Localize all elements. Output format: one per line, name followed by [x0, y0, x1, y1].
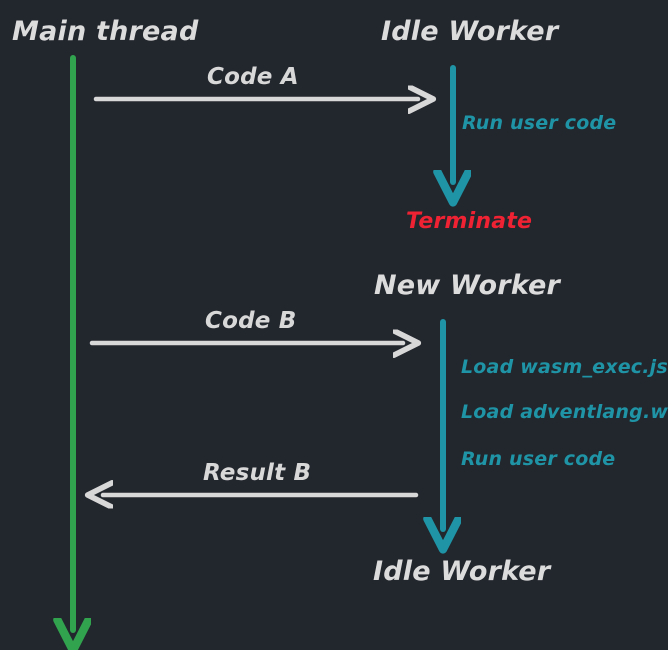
- idle-worker-top-heading: Idle Worker: [381, 16, 559, 47]
- idle-worker-bottom-heading: Idle Worker: [373, 556, 551, 587]
- terminate-label: Terminate: [406, 209, 533, 234]
- result-b-label: Result B: [203, 460, 312, 486]
- main-thread-heading: Main thread: [12, 16, 199, 47]
- run-user-code-annotation-2: Run user code: [461, 448, 616, 470]
- new-worker-heading: New Worker: [374, 270, 561, 301]
- load-wasm-exec-annotation: Load wasm_exec.js: [461, 356, 668, 378]
- run-user-code-annotation-1: Run user code: [462, 112, 617, 134]
- code-a-label: Code A: [207, 64, 299, 90]
- code-b-label: Code B: [205, 308, 297, 334]
- load-adventlang-wasm-annotation: Load adventlang.wasm: [461, 401, 668, 423]
